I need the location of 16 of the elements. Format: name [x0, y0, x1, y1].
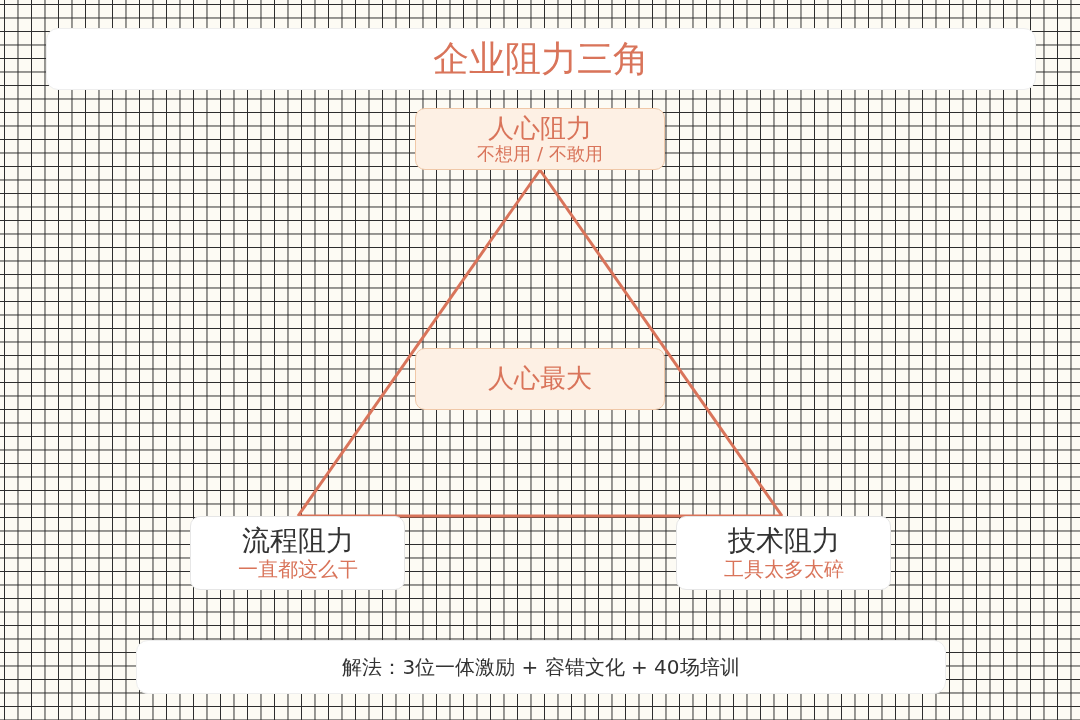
- node-subtext: 不想用 / 不敢用: [477, 143, 603, 165]
- label-box: [190, 516, 405, 590]
- node-heading: 人心阻力: [488, 113, 592, 144]
- node-heading: 技术阻力: [727, 525, 840, 558]
- node-subtext: 一直都这么干: [237, 557, 358, 581]
- triangle-side: [538, 169, 784, 517]
- label-box: [676, 516, 891, 590]
- title: 企业阻力三角: [433, 36, 649, 81]
- label-box: [415, 348, 665, 410]
- node-heading: 流程阻力: [241, 525, 354, 558]
- triangle-side: [296, 169, 542, 517]
- node-subtext: 工具太多太碎: [723, 557, 844, 581]
- node-heading: 人心最大: [488, 364, 592, 394]
- caption: 解法：3位一体激励 + 容错文化 + 40场培训: [342, 653, 740, 681]
- triangle-side: [298, 514, 782, 518]
- label-box: [415, 108, 665, 170]
